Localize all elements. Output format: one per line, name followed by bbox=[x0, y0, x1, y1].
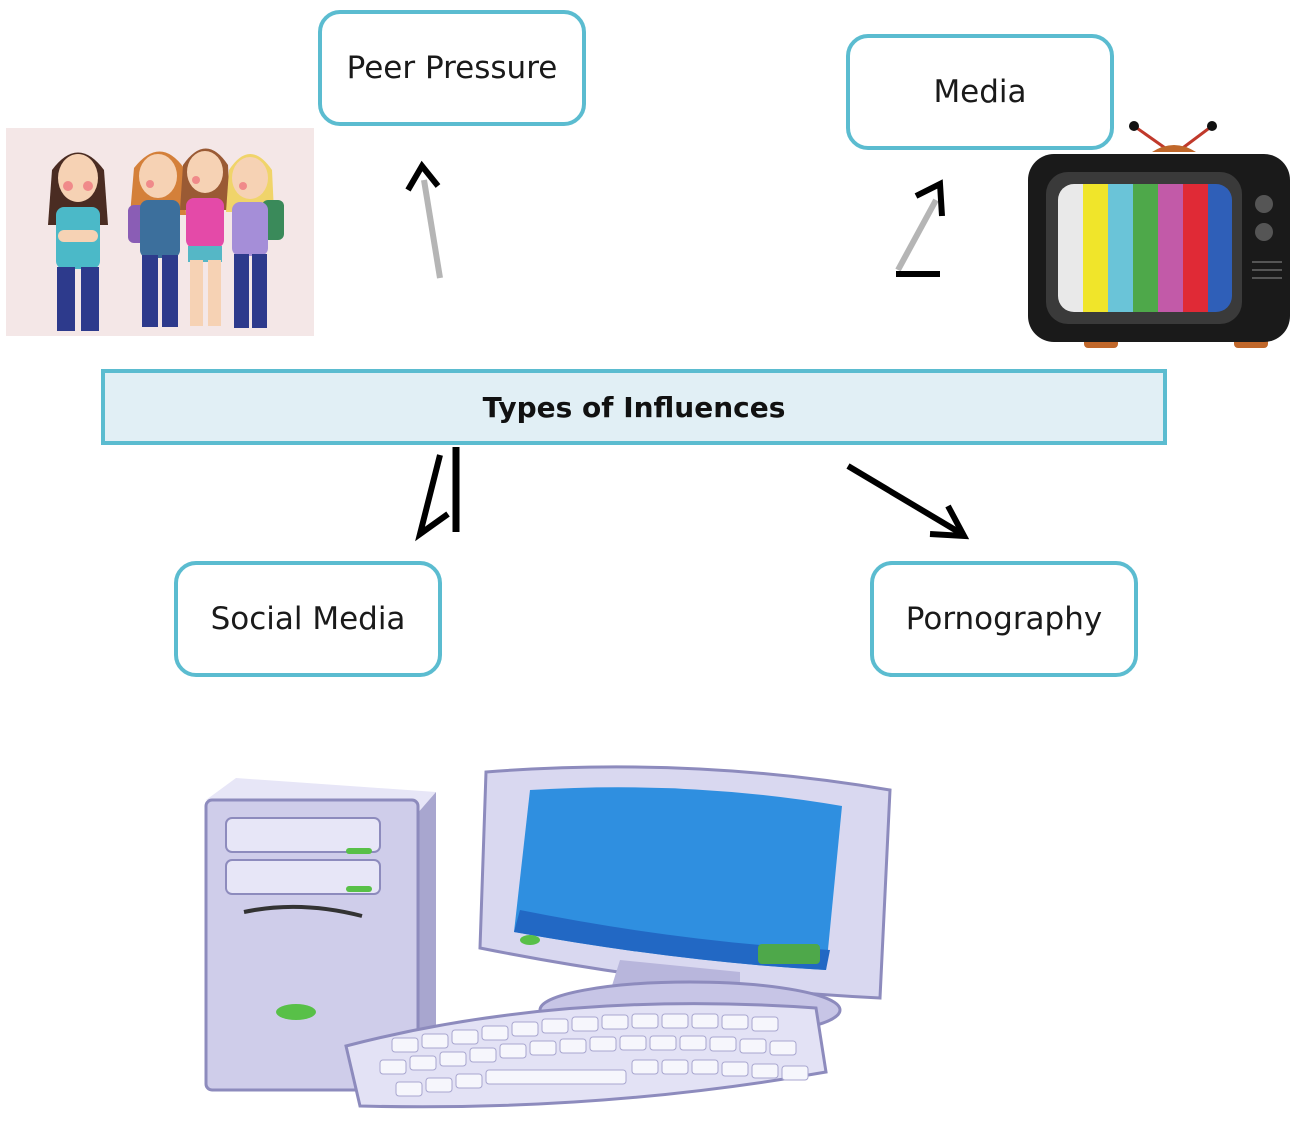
arrow-to-peer-pressure bbox=[405, 160, 443, 279]
node-peer-pressure-label: Peer Pressure bbox=[346, 50, 558, 86]
node-peer-pressure: Peer Pressure bbox=[318, 10, 586, 126]
node-pornography: Pornography bbox=[870, 561, 1138, 677]
arrow-to-media bbox=[895, 179, 945, 277]
node-pornography-label: Pornography bbox=[905, 601, 1103, 637]
node-media: Media bbox=[846, 34, 1114, 150]
central-topic-label: Types of Influences bbox=[482, 390, 786, 424]
node-social-media: Social Media bbox=[174, 561, 442, 677]
arrow-to-pornography bbox=[846, 463, 970, 540]
node-media-label: Media bbox=[933, 74, 1027, 110]
central-topic-bar: Types of Influences bbox=[101, 369, 1167, 445]
arrow-to-social-media bbox=[415, 447, 460, 542]
node-social-media-label: Social Media bbox=[210, 601, 406, 637]
